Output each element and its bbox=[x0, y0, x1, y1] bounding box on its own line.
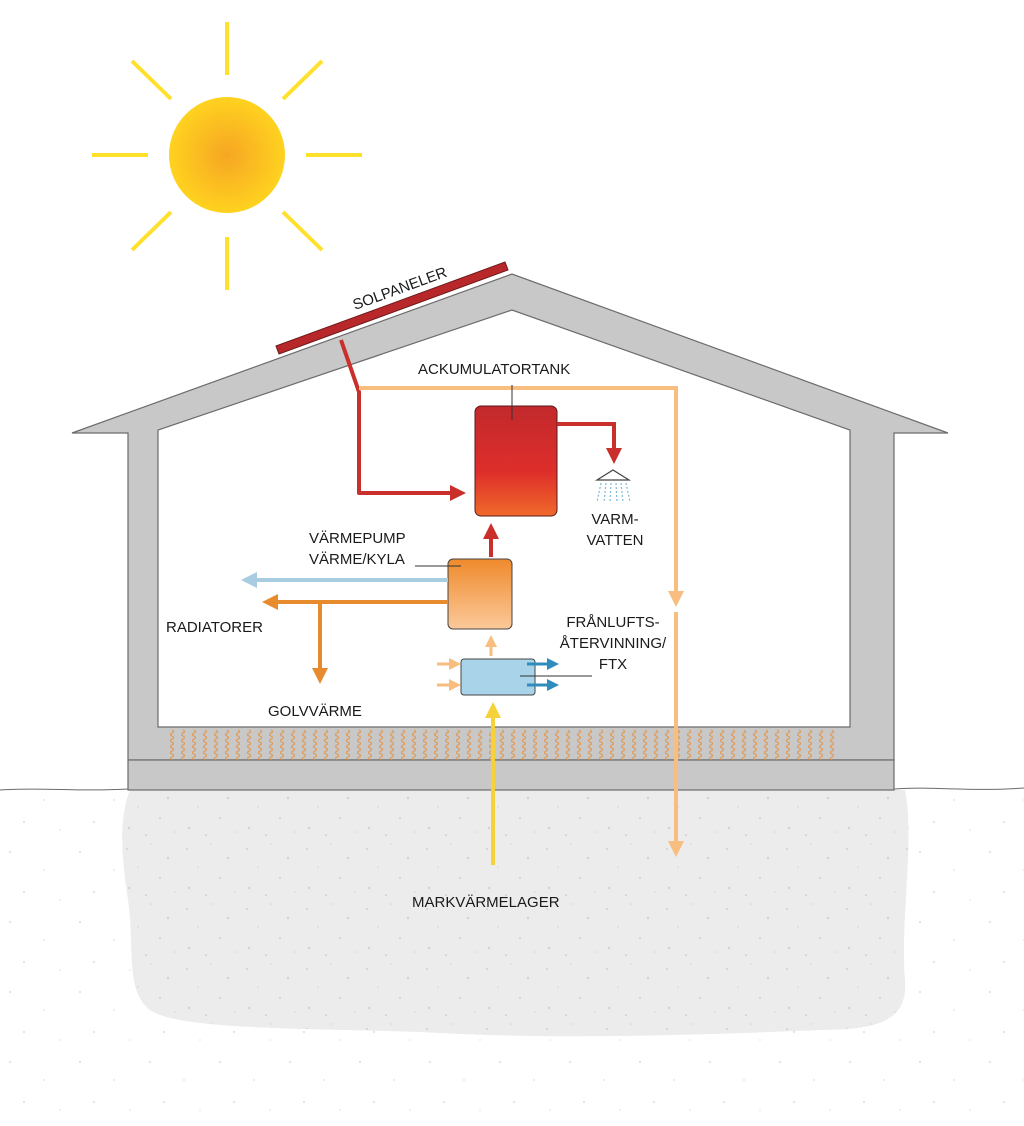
floor-heating-coil bbox=[455, 729, 461, 761]
foundation-slab bbox=[127, 759, 895, 791]
floor-heating-coil bbox=[719, 729, 725, 761]
floor-heating-coil bbox=[532, 729, 538, 761]
floor-heating-coil bbox=[708, 729, 714, 761]
floor-heating-coil bbox=[400, 729, 406, 761]
floor-heating-coil bbox=[664, 729, 670, 761]
floor-heating-coil bbox=[829, 729, 835, 761]
floor-heating-coil bbox=[323, 729, 329, 761]
floor-heating-coil bbox=[565, 729, 571, 761]
label-heat-pump-1: VÄRMEPUMP bbox=[309, 530, 406, 547]
floor-heating-coil bbox=[796, 729, 802, 761]
floor-heating-coil bbox=[290, 729, 296, 761]
floor-heating-coil bbox=[235, 729, 241, 761]
floor-heating-coil bbox=[345, 729, 351, 761]
label-hot-water-2: VATTEN bbox=[587, 532, 644, 549]
floor-heating-coil bbox=[752, 729, 758, 761]
floor-heating-coil bbox=[213, 729, 219, 761]
floor-heating-coil bbox=[818, 729, 824, 761]
floor-heating-coil bbox=[741, 729, 747, 761]
solar-panel bbox=[275, 261, 509, 355]
pipe-exhaust-air bbox=[359, 386, 684, 607]
shower-icon bbox=[594, 469, 632, 503]
floor-heating-coil bbox=[697, 729, 703, 761]
label-accumulator-tank: ACKUMULATORTANK bbox=[418, 361, 570, 378]
accumulator-tank bbox=[474, 405, 558, 517]
floor-heating-coil bbox=[301, 729, 307, 761]
floor-heating-coil bbox=[367, 729, 373, 761]
floor-heating-coil bbox=[598, 729, 604, 761]
floor-heating-coil bbox=[587, 729, 593, 761]
floor-heating-coil bbox=[312, 729, 318, 761]
floor-heating-coil bbox=[653, 729, 659, 761]
sun-icon bbox=[92, 22, 362, 290]
floor-heating-coil bbox=[268, 729, 274, 761]
floor-heating-coil bbox=[686, 729, 692, 761]
floor-heating-coil bbox=[774, 729, 780, 761]
floor-heating-coil bbox=[356, 729, 362, 761]
floor-heating-coil bbox=[763, 729, 769, 761]
label-ftx-2: ÅTERVINNING/ bbox=[560, 635, 667, 652]
floor-heating-coil bbox=[521, 729, 527, 761]
pipe-tank-to-shower bbox=[557, 422, 622, 464]
floor-heating-coil bbox=[730, 729, 736, 761]
floor-heating-coil bbox=[279, 729, 285, 761]
floor-heating-coil bbox=[169, 729, 175, 761]
floor-heating-coil bbox=[444, 729, 450, 761]
floor-heating-coil bbox=[642, 729, 648, 761]
floor-heating-coil bbox=[510, 729, 516, 761]
floor-heating-coil bbox=[334, 729, 340, 761]
floor-heating-coil bbox=[224, 729, 230, 761]
floor-heating-coil bbox=[202, 729, 208, 761]
floor-heating-coil bbox=[466, 729, 472, 761]
floor-heating-coil bbox=[433, 729, 439, 761]
label-floor-heating: GOLVVÄRME bbox=[268, 703, 362, 720]
floor-heating-coil bbox=[477, 729, 483, 761]
label-heat-pump-2: VÄRME/KYLA bbox=[309, 551, 405, 568]
floor-heating-coil bbox=[609, 729, 615, 761]
floor-heating-coil bbox=[378, 729, 384, 761]
floor-heating-coil bbox=[576, 729, 582, 761]
house-shell bbox=[71, 273, 949, 761]
label-ftx-1: FRÅNLUFTS- bbox=[566, 614, 659, 631]
label-radiators: RADIATORER bbox=[166, 619, 263, 636]
floor-heating-coil bbox=[807, 729, 813, 761]
floor-heating-coil-group bbox=[169, 729, 835, 761]
floor-heating-coil bbox=[389, 729, 395, 761]
label-hot-water-1: VARM- bbox=[591, 511, 638, 528]
ftx-unit bbox=[460, 658, 536, 696]
floor-heating-coil bbox=[246, 729, 252, 761]
label-ground-storage: MARKVÄRMELAGER bbox=[412, 894, 560, 911]
floor-heating-coil bbox=[620, 729, 626, 761]
label-ftx-3: FTX bbox=[599, 656, 627, 673]
floor-heating-coil bbox=[257, 729, 263, 761]
floor-heating-coil bbox=[554, 729, 560, 761]
floor-heating-coil bbox=[499, 729, 505, 761]
floor-heating-coil bbox=[785, 729, 791, 761]
floor-heating-coil bbox=[543, 729, 549, 761]
floor-heating-coil bbox=[411, 729, 417, 761]
floor-heating-coil bbox=[631, 729, 637, 761]
pipe-solar-to-tank bbox=[339, 339, 466, 501]
floor-heating-coil bbox=[422, 729, 428, 761]
floor-heating-coil bbox=[180, 729, 186, 761]
heat-pump bbox=[447, 558, 513, 630]
floor-heating-coil bbox=[191, 729, 197, 761]
ground-storage-area bbox=[122, 790, 909, 1037]
